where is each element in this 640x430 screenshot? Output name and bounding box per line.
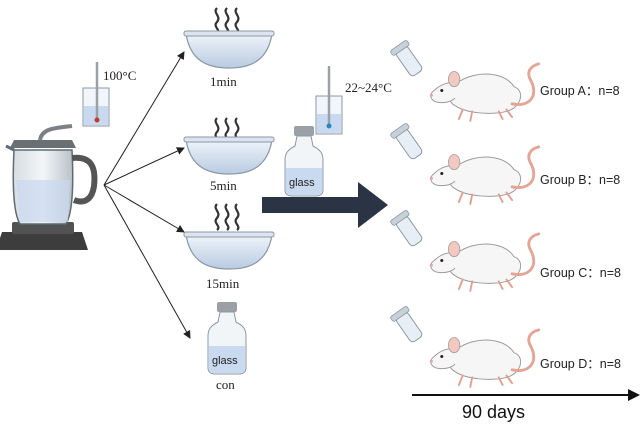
control-label: con xyxy=(216,377,235,392)
rat-group-d-icon xyxy=(389,305,541,389)
boiling-temp-label: 100°C xyxy=(103,68,137,83)
main-flow-arrow xyxy=(262,182,388,228)
group-d-label: Group D：n=8 xyxy=(540,357,621,371)
bowl-15min xyxy=(183,203,275,270)
room-temp-label: 22~24°C xyxy=(345,80,392,95)
bowl-5min xyxy=(183,117,275,175)
bowl-1min xyxy=(183,7,275,69)
rat-group-c-icon xyxy=(389,209,541,293)
group-a-label: Group A：n=8 xyxy=(540,84,620,98)
branch-arrows xyxy=(103,51,191,339)
kettle-icon xyxy=(0,124,98,250)
storage-bottle-text: glass xyxy=(289,177,315,189)
control-glass-bottle-icon xyxy=(207,302,247,375)
beaker-100c-icon xyxy=(82,62,110,127)
timeline-arrow xyxy=(412,389,640,401)
beaker-room-temp-icon xyxy=(315,66,343,135)
timeline-label: 90 days xyxy=(462,402,526,422)
rat-group-b-icon xyxy=(389,122,541,206)
group-b-label: Group B：n=8 xyxy=(540,173,621,187)
control-bottle-text: glass xyxy=(212,355,238,367)
bowl-5min-label: 5min xyxy=(210,178,237,193)
bowl-15min-label: 15min xyxy=(206,276,240,291)
group-c-label: Group C：n=8 xyxy=(540,266,621,280)
rat-group-a-icon xyxy=(389,39,541,123)
bowl-1min-label: 1min xyxy=(210,74,237,89)
storage-glass-bottle-icon xyxy=(284,126,324,197)
